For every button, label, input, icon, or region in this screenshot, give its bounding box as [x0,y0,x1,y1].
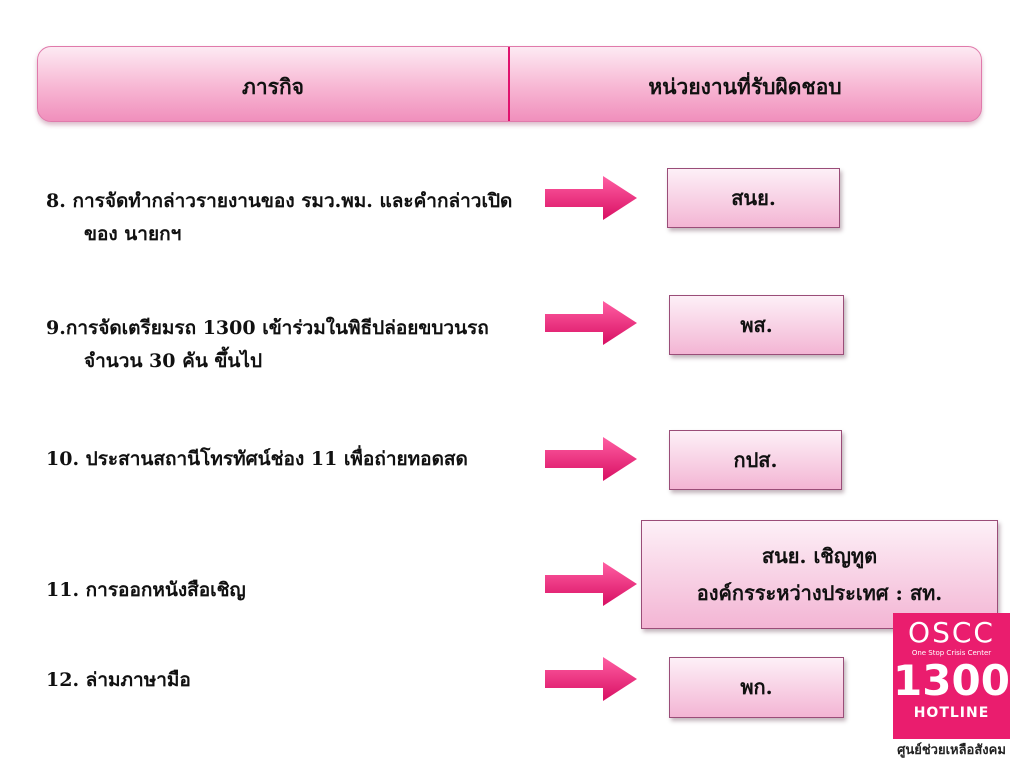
owner-label: พก. [740,675,773,699]
header-task-column: ภารกิจ [242,74,304,99]
owner-label-line-1: สนย. เชิญทูต [761,543,878,568]
arrow-icon [545,562,637,606]
oscc-hotline-logo: OSCC One Stop Crisis Center 1300 HOTLINE… [893,613,1010,765]
logo-oscc-text: OSCC [908,616,995,649]
logo-subtitle: One Stop Crisis Center [911,649,992,657]
logo-badge: OSCC One Stop Crisis Center 1300 HOTLINE [893,613,1010,739]
logo-hotline: HOTLINE [913,705,990,721]
owner-box-10: กปส. [669,430,842,490]
task-12: 12. ล่ามภาษามือ [46,669,191,691]
owner-box-12: พก. [669,657,844,718]
task-8: 8. การจัดทำกล่าวรายงานของ รมว.พม. และคำก… [46,190,513,245]
header-divider [508,47,510,121]
logo-caption: ศูนย์ช่วยเหลือสังคม [897,743,1006,758]
table-header: ภารกิจ หน่วยงานที่รับผิดชอบ [37,46,982,122]
owner-label: กปส. [733,447,778,472]
task-11: 11. การออกหนังสือเชิญ [46,579,246,601]
owner-box-9: พส. [669,295,844,355]
arrow-icon [545,301,637,345]
task-9: 9.การจัดเตรียมรถ 1300 เข้าร่วมในพิธีปล่อ… [46,317,489,372]
arrow-icon [545,657,637,701]
arrow-icon [545,176,637,220]
arrow-icon [545,437,637,481]
owner-label: พส. [740,312,773,337]
header-owner-column: หน่วยงานที่รับผิดชอบ [648,74,842,99]
owner-box-8: สนย. [667,168,840,228]
owner-label-line-2: องค์กรระหว่างประเทศ : สท. [696,580,943,605]
owner-label: สนย. [731,185,776,210]
logo-number: 1300 [893,656,1010,705]
owner-box-11: สนย. เชิญทูต องค์กรระหว่างประเทศ : สท. [641,520,998,629]
task-10: 10. ประสานสถานีโทรทัศน์ช่อง 11 เพื่อถ่าย… [46,448,468,470]
